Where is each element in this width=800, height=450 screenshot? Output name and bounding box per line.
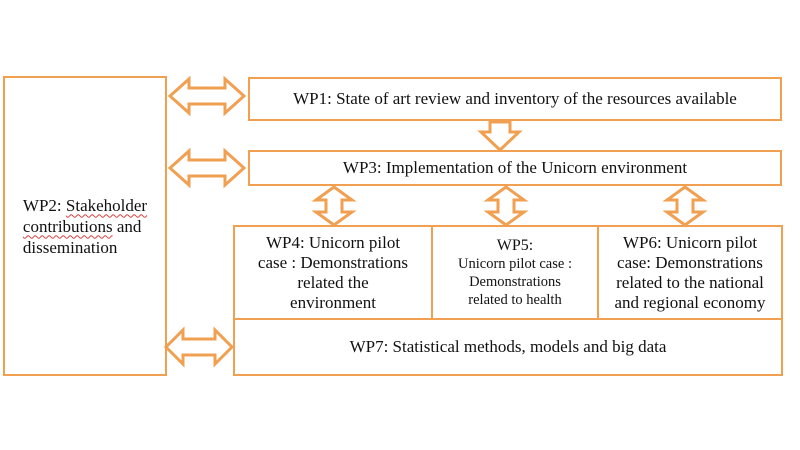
wp1-label: WP1: State of art review and inventory o…	[293, 89, 737, 108]
wp3-box: WP3: Implementation of the Unicorn envir…	[248, 150, 782, 186]
wp1-box: WP1: State of art review and inventory o…	[248, 77, 782, 121]
wp2-box: WP2: Stakeholder contributions and disse…	[3, 76, 167, 376]
wp6-label: WP6: Unicorn pilot case: Demonstrations …	[614, 232, 766, 312]
double-horizontal-arrow-wp3	[167, 147, 247, 189]
wp3-label: WP3: Implementation of the Unicorn envir…	[342, 158, 688, 177]
double-vertical-arrow-wp4	[311, 185, 357, 227]
wp5-label: WP5: Unicorn pilot case : Demonstrations…	[458, 236, 572, 308]
wp4-label: WP4: Unicorn pilot case : Demonstrations…	[257, 232, 409, 312]
wp7-label: WP7: Statistical methods, models and big…	[349, 337, 667, 356]
wp6-box: WP6: Unicorn pilot case: Demonstrations …	[597, 225, 783, 320]
wp5-box: WP5: Unicorn pilot case : Demonstrations…	[431, 225, 599, 320]
double-horizontal-arrow-wp7	[163, 326, 235, 368]
double-horizontal-arrow-wp1	[167, 75, 247, 117]
wp2-label: WP2: Stakeholder contributions and disse…	[22, 195, 148, 257]
wp4-box: WP4: Unicorn pilot case : Demonstrations…	[233, 225, 433, 320]
down-arrow-wp1-wp3	[477, 120, 523, 153]
double-vertical-arrow-wp5	[483, 185, 529, 227]
double-vertical-arrow-wp6	[662, 185, 708, 227]
wp7-box: WP7: Statistical methods, models and big…	[233, 318, 783, 376]
